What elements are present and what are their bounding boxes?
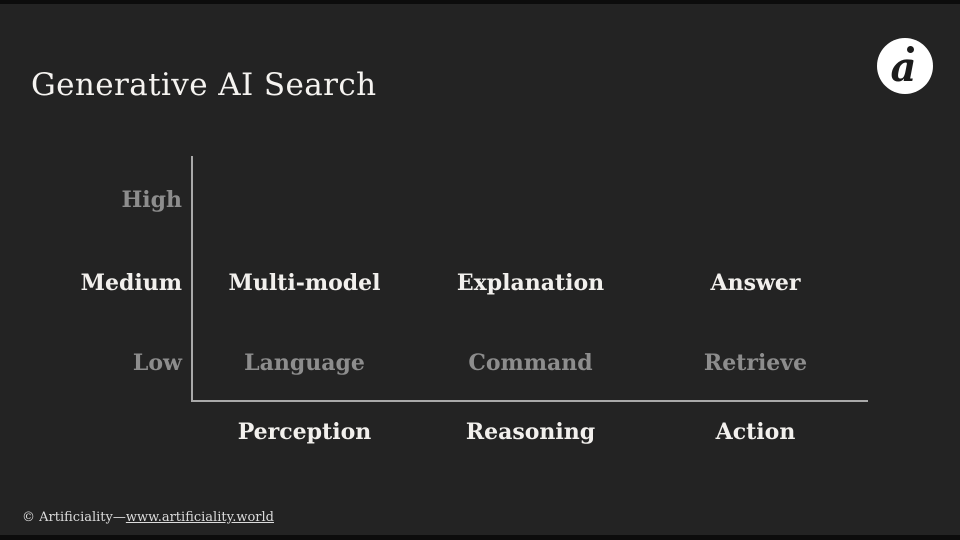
y-axis-line (191, 156, 193, 402)
footer: © Artificiality—www.artificiality.world (22, 510, 274, 525)
y-axis-label-low: Low (132, 350, 182, 376)
x-axis-label-action: Action (715, 419, 796, 445)
cell-medium-reasoning: Explanation (456, 270, 605, 296)
cell-medium-perception: Multi-model (228, 270, 381, 296)
logo-dot (907, 46, 914, 53)
top-edge-bar (0, 0, 960, 4)
website-link[interactable]: www.artificiality.world (125, 510, 274, 525)
artificiality-logo-icon: a (877, 38, 933, 94)
page-title: Generative AI Search (31, 66, 377, 103)
x-axis-label-perception: Perception (237, 419, 372, 445)
copyright-text: © Artificiality— (22, 510, 126, 525)
logo-glyph: a (890, 44, 917, 91)
bottom-edge-bar (0, 535, 960, 540)
cell-medium-action: Answer (710, 270, 801, 296)
x-axis-label-reasoning: Reasoning (465, 419, 596, 445)
y-axis-label-medium: Medium (80, 270, 182, 296)
cell-low-action: Retrieve (703, 350, 808, 376)
y-axis-label-high: High (121, 187, 182, 213)
cell-low-reasoning: Command (468, 350, 593, 376)
cell-low-perception: Language (244, 350, 365, 376)
x-axis-line (191, 400, 868, 402)
